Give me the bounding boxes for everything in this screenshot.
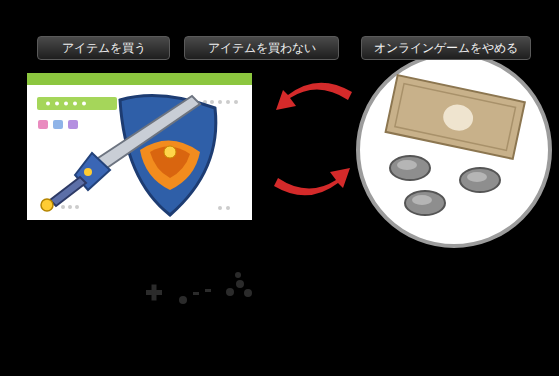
cycle-arrow xyxy=(274,83,352,196)
button-label: オンラインゲームをやめる xyxy=(374,42,518,54)
gamepad-icon xyxy=(146,272,252,304)
button-label: アイテムを買わない xyxy=(208,42,316,54)
button-label: アイテムを買う xyxy=(62,42,146,54)
game-screen-icon xyxy=(27,73,252,220)
menu-button: アイテムを買う xyxy=(37,36,170,60)
money-icon xyxy=(358,54,550,246)
menu-button: アイテムを買わない xyxy=(184,36,339,60)
menu-button: オンラインゲームをやめる xyxy=(361,36,531,60)
